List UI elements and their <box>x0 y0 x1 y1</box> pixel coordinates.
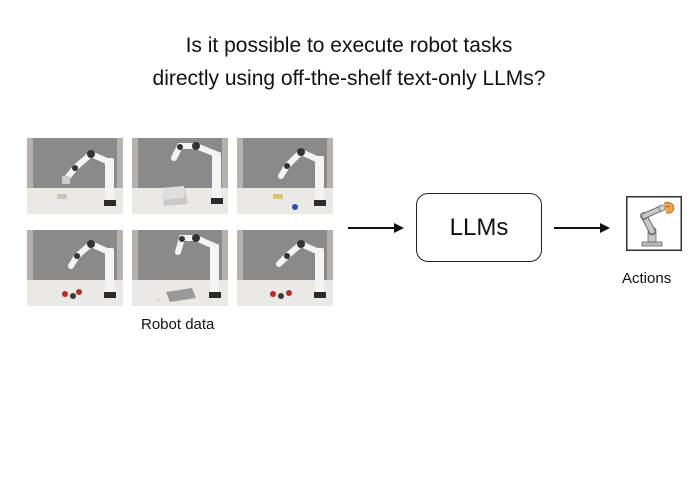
title-line-2: directly using off-the-shelf text-only L… <box>152 67 546 90</box>
robot-scene-image <box>237 138 333 214</box>
robot-scene-image <box>132 230 228 306</box>
title-line-1: Is it possible to execute robot tasks <box>185 34 513 57</box>
robot-scene-image <box>237 230 333 306</box>
actions-caption: Actions <box>622 270 672 287</box>
robot-data-caption: Robot data <box>141 316 215 333</box>
robot-scene-image <box>132 138 228 214</box>
robot-scene-image <box>27 230 123 306</box>
llm-box: LLMs <box>416 193 542 262</box>
llm-label: LLMs <box>449 213 509 241</box>
arrow-right-icon <box>348 222 404 234</box>
robot-arm-icon <box>626 196 682 251</box>
robot-scene-image <box>27 138 123 214</box>
arrow-right-icon <box>554 222 610 234</box>
